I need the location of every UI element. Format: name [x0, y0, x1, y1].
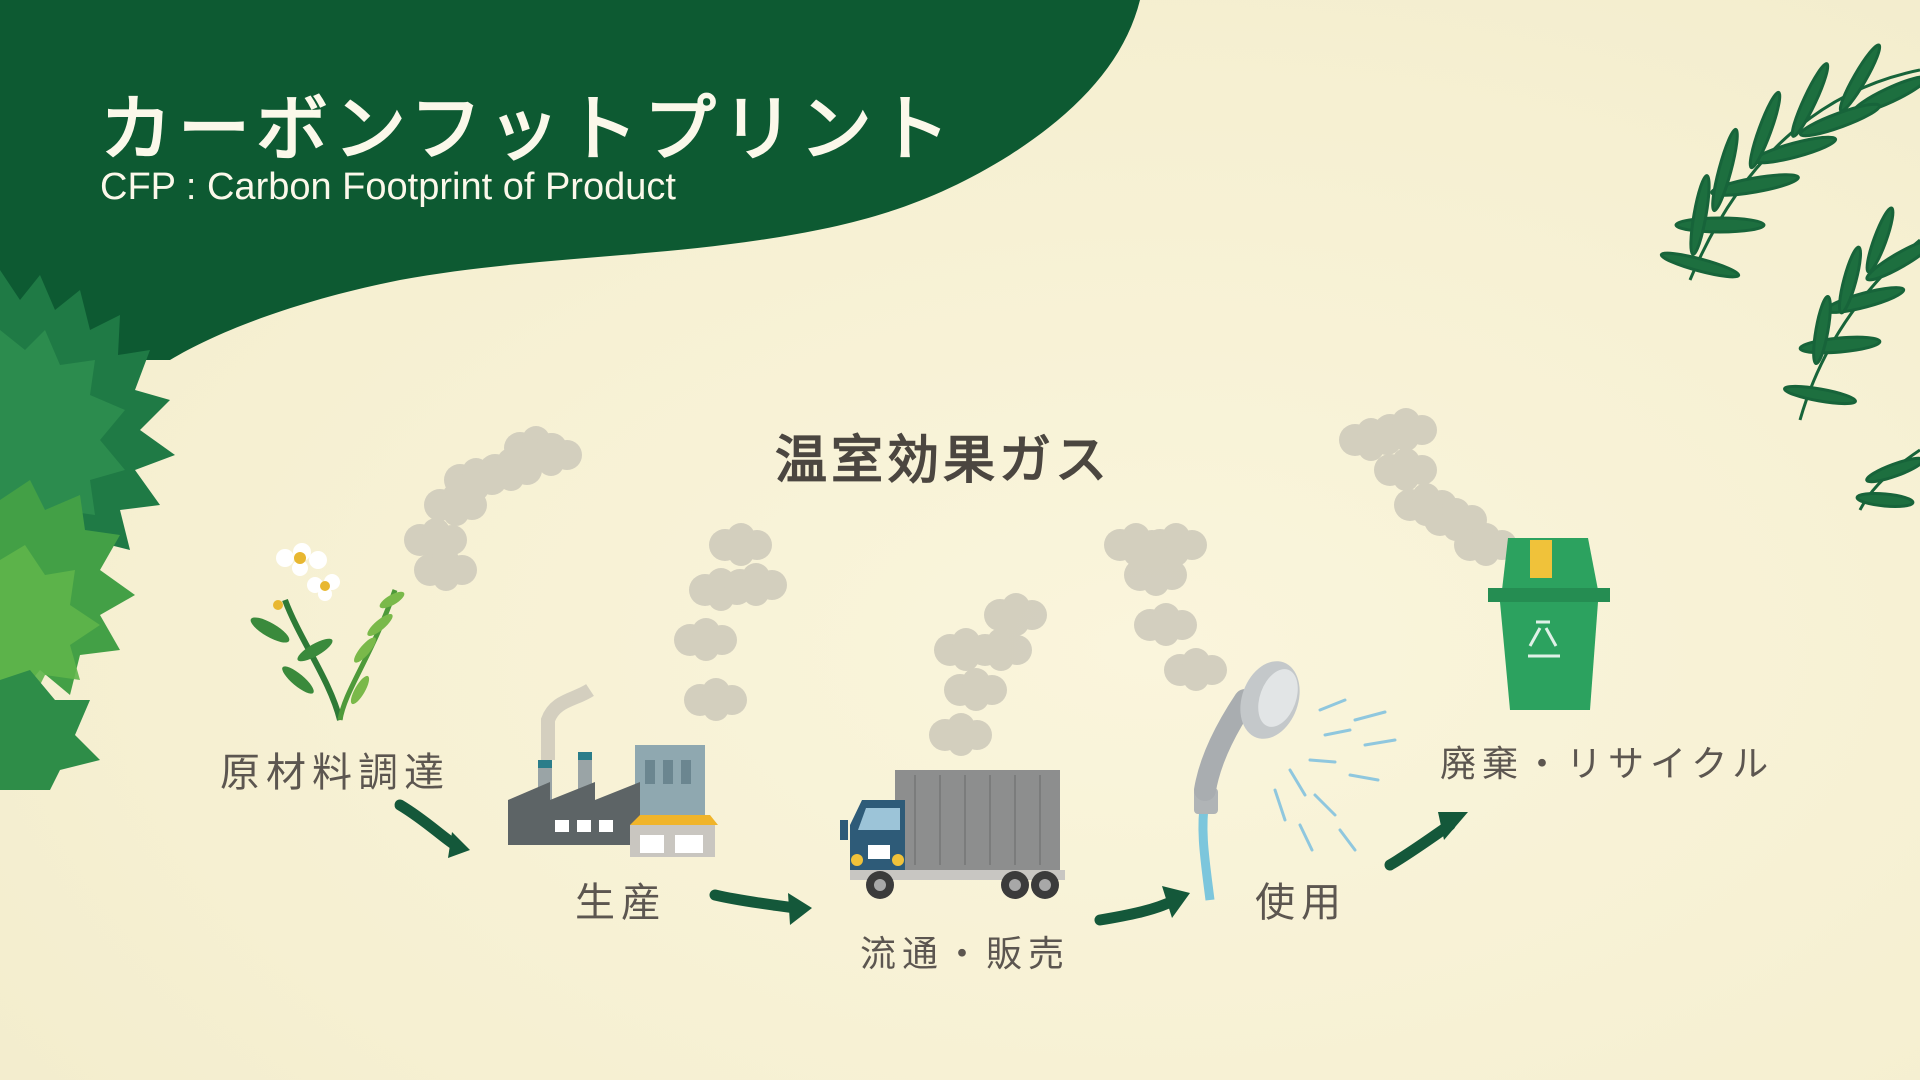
plant-icon	[250, 543, 405, 721]
left-foliage	[0, 270, 175, 790]
factory-icon	[508, 683, 718, 857]
stage-label-distribution: 流通・販売	[860, 934, 1071, 975]
stage-label-production: 生産	[575, 880, 667, 926]
truck-icon	[840, 770, 1065, 899]
greenhouse-gas-label: 温室効果ガス	[775, 431, 1112, 491]
header-background-shape	[0, 0, 1140, 360]
recycle-bin-icon	[1488, 538, 1610, 710]
flow-arrowheads	[448, 812, 1468, 925]
right-fern-leaves	[1659, 43, 1920, 511]
shower-head-icon	[1194, 661, 1397, 901]
stage-label-disposal-recycling: 廃棄・リサイクル	[1440, 744, 1775, 785]
page-title: カーボンフットプリント	[100, 87, 956, 171]
stage-label-use: 使用	[1255, 880, 1347, 926]
stage-label-raw-materials: 原材料調達	[220, 750, 450, 796]
page-subtitle: CFP : Carbon Footprint of Product	[100, 166, 676, 208]
